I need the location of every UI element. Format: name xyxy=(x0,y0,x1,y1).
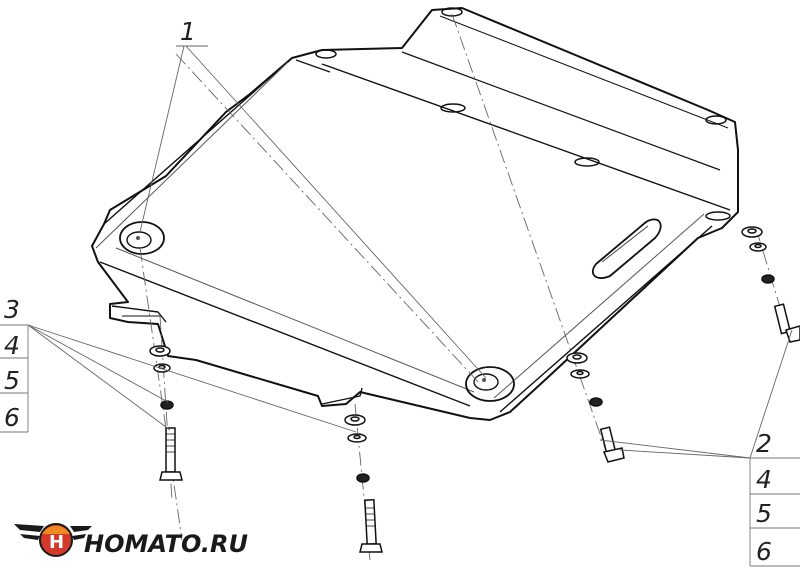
callout-label-top: 1 xyxy=(180,17,196,46)
bolt-middle xyxy=(359,498,383,553)
plate-outline xyxy=(91,7,739,421)
callout-label-left-4: 6 xyxy=(4,403,20,432)
callout-group-right: 2 4 5 6 xyxy=(749,429,800,567)
logo-wing-right xyxy=(70,526,92,540)
bolt-front-right xyxy=(599,426,625,463)
callout-label-left-3: 5 xyxy=(4,366,20,395)
callout-label-left-1: 3 xyxy=(4,295,20,324)
callout-label-right-4: 6 xyxy=(756,537,772,566)
slot-opening xyxy=(591,218,662,279)
axis-lines xyxy=(139,13,791,561)
fasteners xyxy=(149,226,800,553)
fastener-stack-right xyxy=(741,226,800,343)
mounting-boss-front xyxy=(465,366,515,402)
mounting-boss-left xyxy=(119,221,165,255)
bolt-left xyxy=(159,427,183,481)
skid-plate xyxy=(91,7,739,421)
callout-label-left-2: 4 xyxy=(4,331,20,360)
callout-top: 1 xyxy=(180,17,196,46)
logo-wing-left xyxy=(14,524,44,540)
fastener-stack-front-right xyxy=(566,352,625,463)
logo-mark-letter: H xyxy=(49,532,64,553)
callout-label-right-1: 2 xyxy=(756,429,772,458)
bolt-right xyxy=(773,303,800,343)
leader-lines xyxy=(27,45,793,459)
callout-label-right-3: 5 xyxy=(756,499,772,528)
homato-logo: H HOMATO.RU xyxy=(14,523,248,558)
fastener-stack-left xyxy=(149,345,183,481)
callout-label-right-2: 4 xyxy=(756,465,772,494)
logo-text: HOMATO.RU xyxy=(84,530,248,558)
callout-group-left: 3 4 5 6 xyxy=(0,295,29,433)
fastener-stack-middle xyxy=(344,414,383,553)
